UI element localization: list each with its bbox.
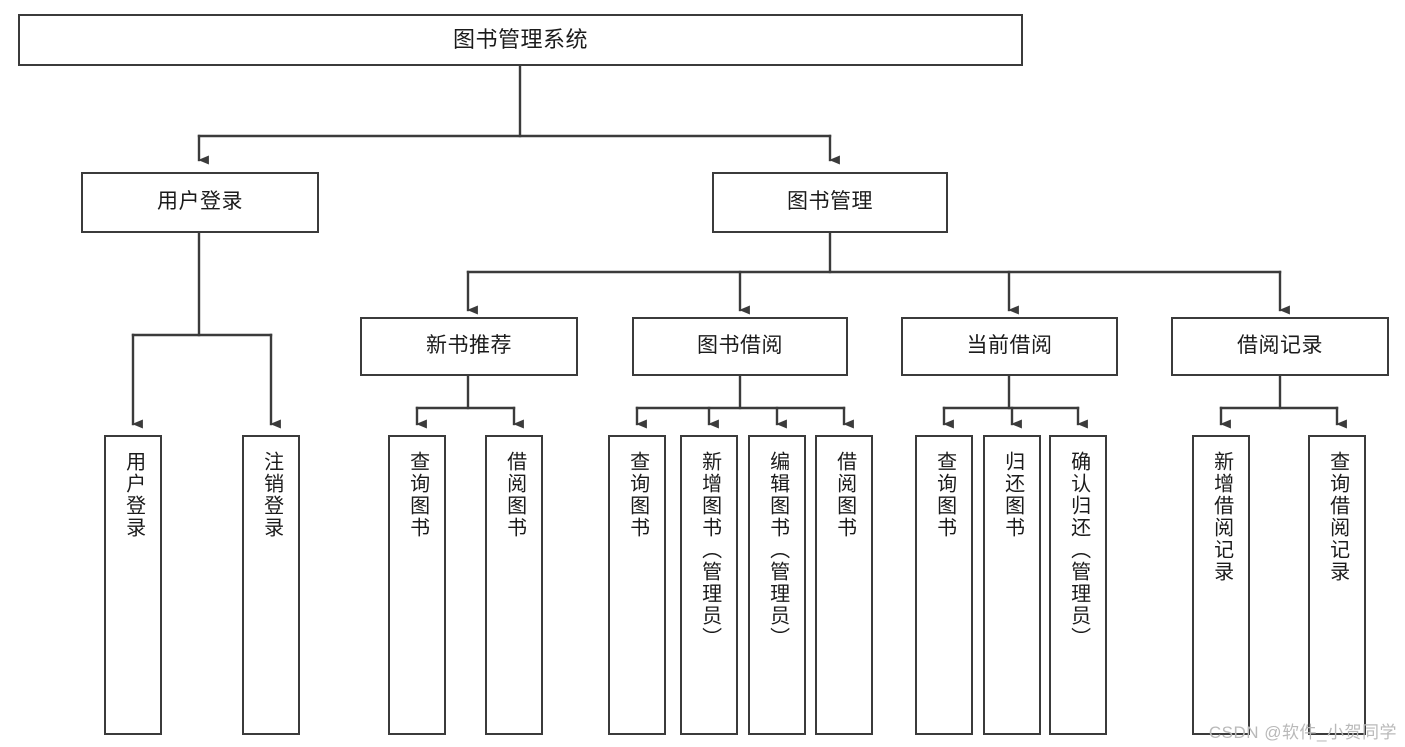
leaf-query-book-current[interactable]: 查询图书	[915, 435, 973, 735]
leaf-borrow-book-recommendation[interactable]: 借阅图书	[485, 435, 543, 735]
node-user-login[interactable]: 用户登录	[81, 172, 319, 233]
node-label: 借阅图书	[503, 451, 526, 539]
node-new-book-recommendation[interactable]: 新书推荐	[360, 317, 578, 376]
node-current-borrowing[interactable]: 当前借阅	[901, 317, 1118, 376]
node-label: 图书管理系统	[452, 27, 588, 53]
node-label: 确认归还（管理员）	[1067, 451, 1090, 649]
node-label: 借阅图书	[833, 451, 856, 539]
leaf-query-book-borrowing[interactable]: 查询图书	[608, 435, 666, 735]
node-label: 借阅记录	[1237, 334, 1323, 358]
leaf-confirm-return-admin[interactable]: 确认归还（管理员）	[1049, 435, 1107, 735]
node-label: 当前借阅	[966, 334, 1053, 358]
node-root-book-management-system[interactable]: 图书管理系统	[18, 14, 1023, 66]
node-book-management[interactable]: 图书管理	[712, 172, 948, 233]
node-label: 用户登录	[157, 190, 243, 214]
node-borrowing-records[interactable]: 借阅记录	[1171, 317, 1389, 376]
node-label: 新书推荐	[426, 334, 512, 358]
node-label: 图书借阅	[697, 334, 783, 358]
leaf-query-book-recommendation[interactable]: 查询图书	[388, 435, 446, 735]
node-label: 编辑图书（管理员）	[766, 451, 789, 649]
node-label: 图书管理	[787, 190, 873, 214]
node-label: 查询图书	[933, 451, 956, 539]
node-label: 新增图书（管理员）	[698, 451, 721, 649]
leaf-logout[interactable]: 注销登录	[242, 435, 300, 735]
leaf-query-borrowing-record[interactable]: 查询借阅记录	[1308, 435, 1366, 735]
node-label: 归还图书	[1001, 451, 1024, 539]
node-label: 新增借阅记录	[1210, 451, 1233, 583]
node-label: 注销登录	[260, 451, 283, 539]
leaf-edit-book-admin[interactable]: 编辑图书（管理员）	[748, 435, 806, 735]
watermark: CSDN @软件_小贺同学	[1208, 723, 1397, 742]
node-label: 查询图书	[626, 451, 649, 539]
leaf-borrow-book-borrowing[interactable]: 借阅图书	[815, 435, 873, 735]
node-label: 查询图书	[406, 451, 429, 539]
node-book-borrowing[interactable]: 图书借阅	[632, 317, 848, 376]
leaf-return-book[interactable]: 归还图书	[983, 435, 1041, 735]
node-label: 查询借阅记录	[1326, 451, 1349, 583]
node-label: 用户登录	[122, 451, 145, 539]
leaf-user-login[interactable]: 用户登录	[104, 435, 162, 735]
leaf-add-book-admin[interactable]: 新增图书（管理员）	[680, 435, 738, 735]
leaf-add-borrowing-record[interactable]: 新增借阅记录	[1192, 435, 1250, 735]
